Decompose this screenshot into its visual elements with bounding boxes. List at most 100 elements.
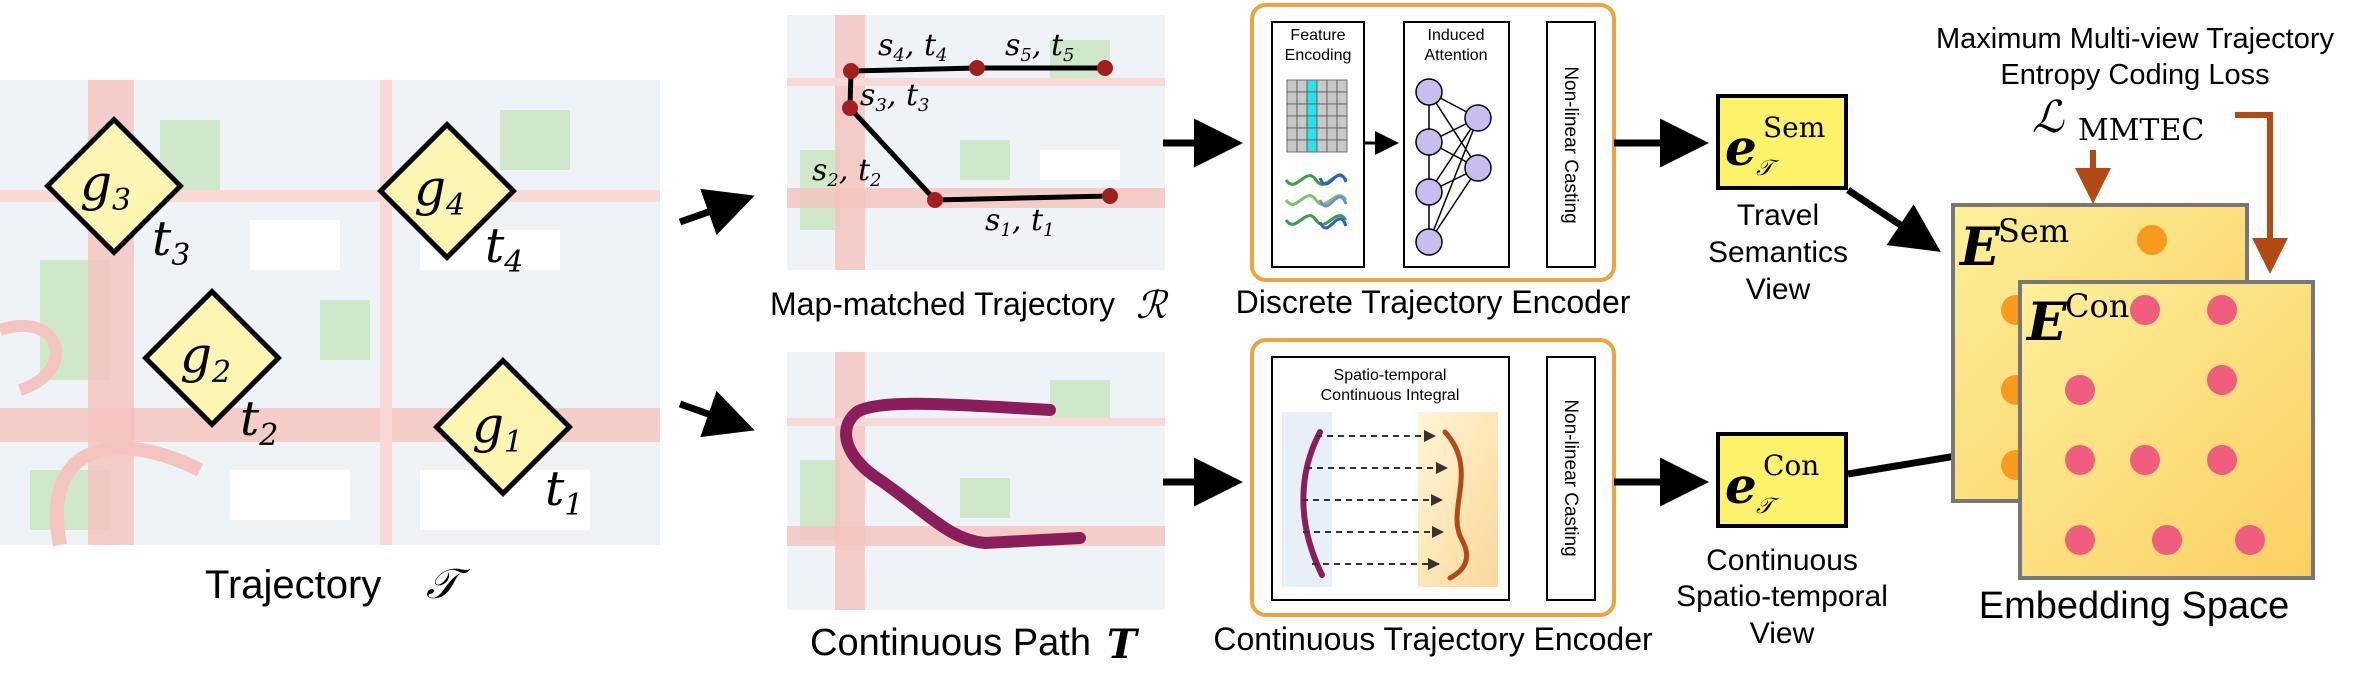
- feature-cell: [1326, 79, 1338, 93]
- embedding-space-con: E Con: [2018, 280, 2315, 580]
- gps-point-g1: g1 t1: [432, 356, 583, 523]
- svg-text:t3: t3: [152, 211, 190, 273]
- feature-cell: [1336, 115, 1348, 129]
- con-embedding-dot: [2065, 445, 2095, 475]
- feature-cell: [1306, 79, 1318, 93]
- svg-text:Encoding: Encoding: [1285, 47, 1352, 64]
- continuous-curve: [840, 397, 1086, 550]
- svg-text:𝒯: 𝒯: [426, 559, 471, 608]
- svg-text:Travel: Travel: [1737, 199, 1819, 232]
- con-embedding-dot: [2065, 375, 2095, 405]
- feature-grid: [1286, 79, 1348, 153]
- feature-cell: [1306, 115, 1318, 129]
- con-embedding-dot: [2235, 525, 2265, 555]
- feature-cell: [1336, 127, 1348, 141]
- svg-text:g3: g3: [80, 154, 131, 218]
- svg-text:Induced: Induced: [1428, 27, 1485, 44]
- feature-cell: [1316, 127, 1328, 141]
- svg-text:Sem: Sem: [1998, 212, 2069, 250]
- feature-cell: [1336, 91, 1348, 105]
- continuous-encoder: Spatio-temporal Continuous Integral Non-…: [1250, 338, 1616, 617]
- svg-text:ℒ: ℒ: [2032, 92, 2065, 143]
- feature-cell: [1326, 103, 1338, 117]
- svg-text:s3, t3: s3, t3: [860, 78, 929, 116]
- feature-cell: [1296, 91, 1308, 105]
- trajectory-map: [0, 80, 660, 547]
- svg-text:Map-matched Trajectory: Map-matched Trajectory: [770, 286, 1115, 322]
- sem-embedding: e 𝒯 Sem: [1716, 94, 1848, 190]
- feature-cell: [1316, 103, 1328, 117]
- segment-labels: s4, t4 s5, t5 s3, t3 s2, t2 s1, t1: [812, 28, 1074, 241]
- svg-text:Continuous Integral: Continuous Integral: [1321, 387, 1460, 404]
- feature-cell: [1286, 139, 1298, 153]
- map-matched-map: [787, 15, 1165, 270]
- svg-text:Continuous: Continuous: [1706, 544, 1858, 577]
- svg-text:Trajectory: Trajectory: [205, 563, 381, 607]
- svg-text:E: E: [1958, 217, 2001, 278]
- continuous-encoder-caption: Continuous Trajectory Encoder: [1213, 621, 1653, 657]
- svg-text:t2: t2: [240, 391, 278, 453]
- svg-text:MMTEC: MMTEC: [2078, 113, 2204, 148]
- con-embedding-dot: [2130, 445, 2160, 475]
- continuous-path-map: [787, 352, 1165, 610]
- feature-cell: [1316, 115, 1328, 129]
- svg-text:Con: Con: [2065, 287, 2129, 325]
- feature-cell: [1296, 127, 1308, 141]
- svg-text:Feature: Feature: [1290, 27, 1345, 44]
- arrow-to-map-matched: [678, 188, 755, 236]
- svg-text:ℛ: ℛ: [1136, 283, 1169, 327]
- feature-cell: [1286, 79, 1298, 93]
- feature-cell: [1286, 103, 1298, 117]
- trajectory-caption: Trajectory 𝒯: [205, 559, 471, 608]
- map-matched-path: [842, 60, 1118, 208]
- svg-text:g1: g1: [472, 396, 523, 460]
- con-embedding-dot: [2152, 525, 2182, 555]
- feature-cell: [1326, 91, 1338, 105]
- map-matched-caption: Map-matched Trajectory ℛ: [770, 283, 1169, 327]
- svg-text:s1, t1: s1, t1: [985, 203, 1054, 241]
- loss-arrow-con: [2235, 112, 2288, 274]
- feature-cell: [1296, 79, 1308, 93]
- svg-text:Spatio-temporal: Spatio-temporal: [1334, 367, 1447, 384]
- svg-text:T: T: [1107, 621, 1140, 668]
- svg-text:g2: g2: [180, 326, 231, 390]
- embedding-space-caption: Embedding Space: [1979, 585, 2290, 627]
- svg-text:Non-linear Casting: Non-linear Casting: [1560, 66, 1581, 223]
- gps-point-g2: g2 t2: [141, 287, 283, 453]
- feature-cell: [1306, 139, 1318, 153]
- svg-text:g4: g4: [414, 159, 465, 223]
- sem-embedding-dot: [2137, 225, 2167, 255]
- svg-text:View: View: [1746, 273, 1811, 306]
- feature-cell: [1316, 91, 1328, 105]
- svg-text:e: e: [1725, 456, 1757, 515]
- con-embedding-dot: [2207, 295, 2237, 325]
- loss-label: Maximum Multi-view Trajectory Entropy Co…: [1936, 23, 2334, 148]
- feature-cell: [1306, 127, 1318, 141]
- feature-cell: [1296, 115, 1308, 129]
- svg-text:Non-linear Casting: Non-linear Casting: [1560, 399, 1581, 556]
- svg-text:Attention: Attention: [1424, 47, 1487, 64]
- svg-text:Spatio-temporal: Spatio-temporal: [1676, 580, 1888, 613]
- con-dots: [2065, 295, 2265, 555]
- attention-network: [1415, 78, 1492, 256]
- svg-text:s4, t4: s4, t4: [878, 28, 947, 66]
- con-embedding-dot: [2207, 365, 2237, 395]
- feature-cell: [1286, 127, 1298, 141]
- feature-cell: [1336, 139, 1348, 153]
- svg-text:Con: Con: [1763, 449, 1819, 482]
- discrete-encoder: Feature Encoding Induced Attention: [1250, 3, 1616, 282]
- feature-cell: [1326, 115, 1338, 129]
- con-view-caption: Continuous Spatio-temporal View: [1676, 544, 1888, 650]
- svg-text:s5, t5: s5, t5: [1005, 28, 1074, 66]
- gps-point-g4: g4 t4: [376, 120, 523, 280]
- feature-cell: [1306, 103, 1318, 117]
- arrow-to-continuous-path: [678, 390, 755, 438]
- sem-view-caption: Travel Semantics View: [1708, 199, 1848, 306]
- svg-text:t4: t4: [485, 218, 523, 280]
- svg-text:View: View: [1750, 617, 1815, 650]
- feature-cell: [1286, 91, 1298, 105]
- svg-text:Continuous Path: Continuous Path: [810, 622, 1091, 664]
- con-embedding: e 𝒯 Con: [1716, 432, 1848, 528]
